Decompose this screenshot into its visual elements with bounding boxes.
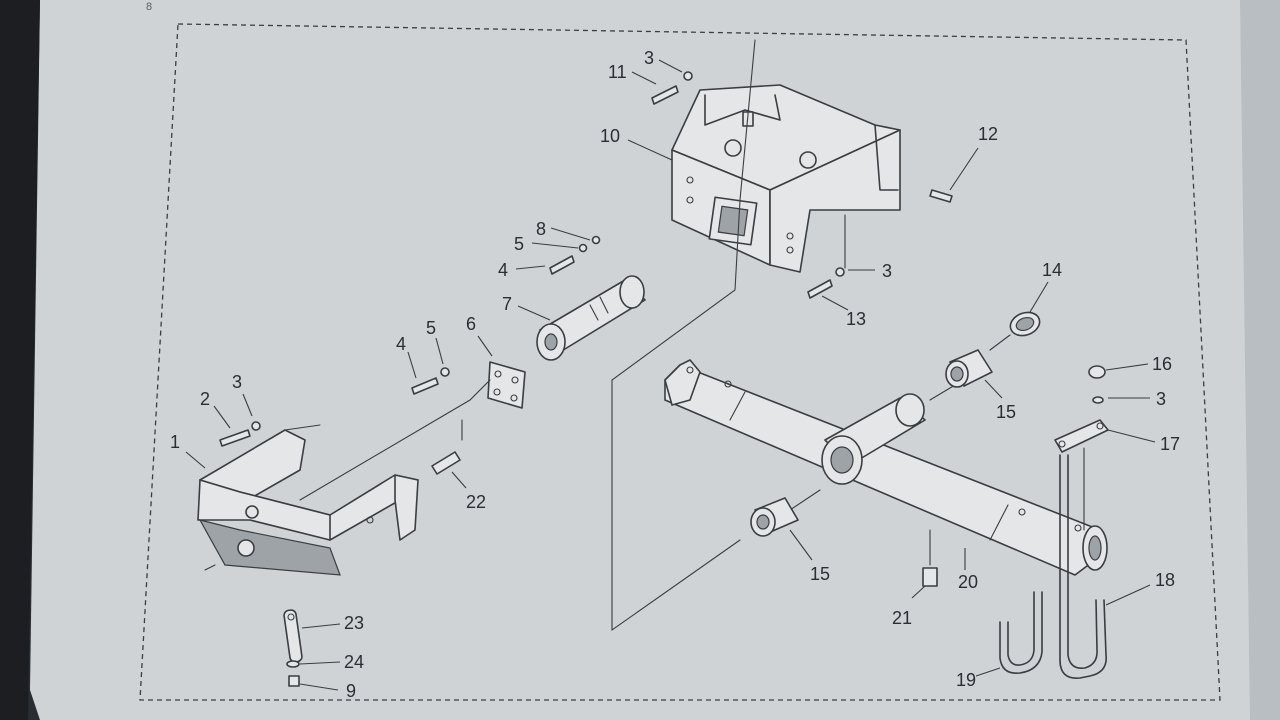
fasteners bbox=[219, 71, 953, 447]
callout-5b: 5 bbox=[514, 234, 524, 254]
callout-15a: 15 bbox=[996, 402, 1016, 422]
callout-21: 21 bbox=[892, 608, 912, 628]
page-shadow bbox=[1240, 0, 1280, 720]
callout-8: 8 bbox=[536, 219, 546, 239]
part-9-bolt bbox=[288, 675, 300, 687]
part-7-shaft bbox=[536, 275, 646, 361]
callout-20: 20 bbox=[958, 572, 978, 592]
callout-3d: 3 bbox=[1156, 389, 1166, 409]
callout-23: 23 bbox=[344, 613, 364, 633]
assembly-line-frame bbox=[299, 379, 491, 501]
page-corner-mark: 8 bbox=[146, 1, 152, 13]
callout-3b: 3 bbox=[644, 48, 654, 68]
callout-12: 12 bbox=[978, 124, 998, 144]
part-3-washer-right bbox=[1092, 396, 1104, 404]
callout-4a: 4 bbox=[396, 334, 406, 354]
callout-3a: 3 bbox=[232, 372, 242, 392]
callout-15b: 15 bbox=[810, 564, 830, 584]
callout-1: 1 bbox=[170, 432, 180, 452]
assembly-line-bush bbox=[789, 489, 821, 511]
part-20-axle-beam bbox=[664, 359, 1108, 576]
diagram-frame bbox=[139, 23, 1221, 701]
assembly-line-boss bbox=[929, 384, 956, 401]
callout-18: 18 bbox=[1155, 570, 1175, 590]
callout-2: 2 bbox=[200, 389, 210, 409]
assembly-line-housing bbox=[611, 39, 756, 632]
callout-19: 19 bbox=[956, 670, 976, 690]
callout-13: 13 bbox=[846, 309, 866, 329]
part-15-bush-upper bbox=[945, 349, 993, 388]
part-19-u-bolt bbox=[999, 591, 1043, 675]
part-1-drawbar-frame bbox=[197, 424, 419, 576]
paper-sheet bbox=[30, 0, 1280, 720]
callout-7: 7 bbox=[502, 294, 512, 314]
callout-11: 11 bbox=[608, 62, 627, 82]
dark-edge bbox=[0, 0, 40, 720]
callout-22: 22 bbox=[466, 492, 486, 512]
part-21-grease-nipple bbox=[922, 529, 938, 587]
assembly-line-ring bbox=[989, 334, 1011, 351]
part-18-u-bolt bbox=[1059, 447, 1107, 679]
callouts: 1 2 3 3 3 3 4 4 5 5 6 7 8 9 10 11 12 bbox=[170, 48, 1180, 701]
part-10-housing bbox=[671, 84, 901, 273]
callout-14: 14 bbox=[1042, 260, 1062, 280]
callout-6: 6 bbox=[466, 314, 476, 334]
part-22-pin bbox=[431, 451, 461, 475]
callout-24: 24 bbox=[344, 652, 364, 672]
callout-16: 16 bbox=[1152, 354, 1172, 374]
part-6-plate bbox=[487, 361, 526, 409]
callout-4b: 4 bbox=[498, 260, 508, 280]
callout-3c: 3 bbox=[882, 261, 892, 281]
part-24-washer bbox=[286, 660, 300, 668]
part-16-nut bbox=[1088, 365, 1106, 379]
callout-9: 9 bbox=[346, 681, 356, 701]
part-14-ring bbox=[1009, 311, 1041, 337]
callout-10: 10 bbox=[600, 126, 620, 146]
part-15-bush-lower bbox=[750, 497, 799, 537]
callout-17: 17 bbox=[1160, 434, 1180, 454]
callout-5a: 5 bbox=[426, 318, 436, 338]
